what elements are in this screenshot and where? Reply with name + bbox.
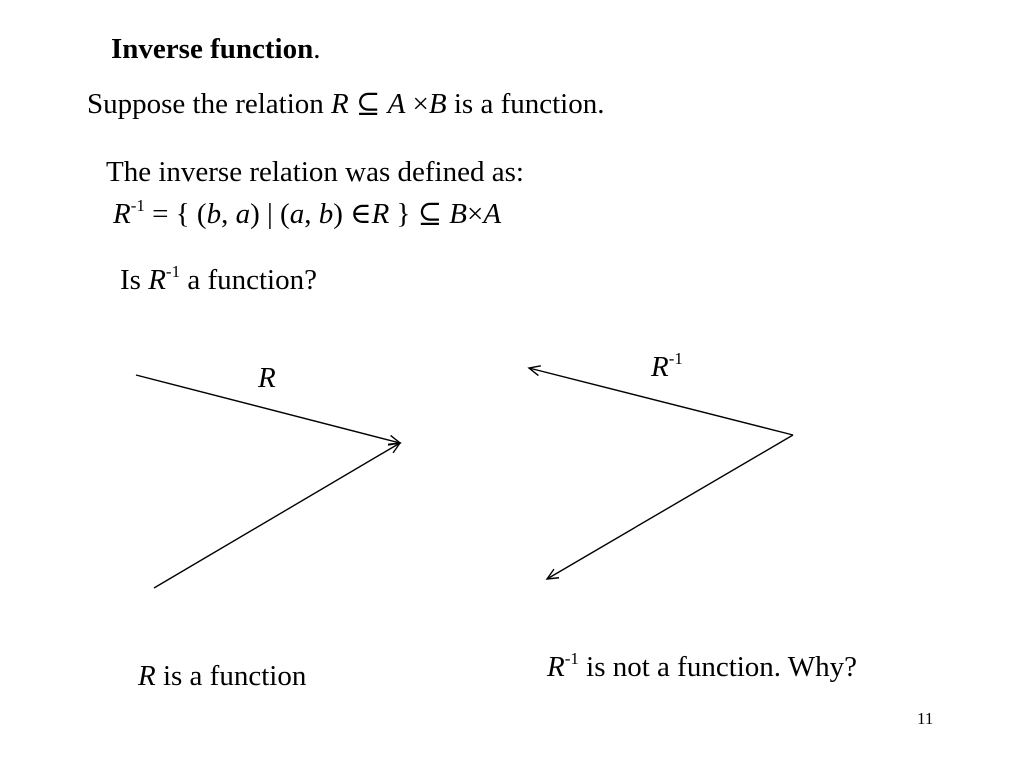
r-inverse-arrow-top: [527, 365, 794, 436]
inverse-definition-formula: R-1 = { (b, a) | (a, b) ∈R } ⊆ B×A: [113, 196, 502, 230]
diagram-label-r-inverse: R-1: [651, 349, 683, 383]
page-number: 11: [917, 709, 934, 728]
relation-statement: Suppose the relation R ⊆ A ×B is a funct…: [87, 88, 605, 120]
caption-r-inverse-not-function: R-1 is not a function. Why?: [547, 649, 858, 683]
diagram-label-r: R: [258, 362, 276, 394]
slide-title: Inverse function.: [111, 33, 321, 65]
question: Is R-1 a function?: [120, 262, 317, 296]
r-inverse-arrow-bottom: [545, 434, 794, 580]
r-arrow-top: [135, 374, 402, 446]
r-arrow-bottom: [153, 442, 402, 589]
inverse-definition-intro: The inverse relation was defined as:: [106, 156, 524, 188]
caption-r-function: R is a function: [138, 660, 307, 692]
